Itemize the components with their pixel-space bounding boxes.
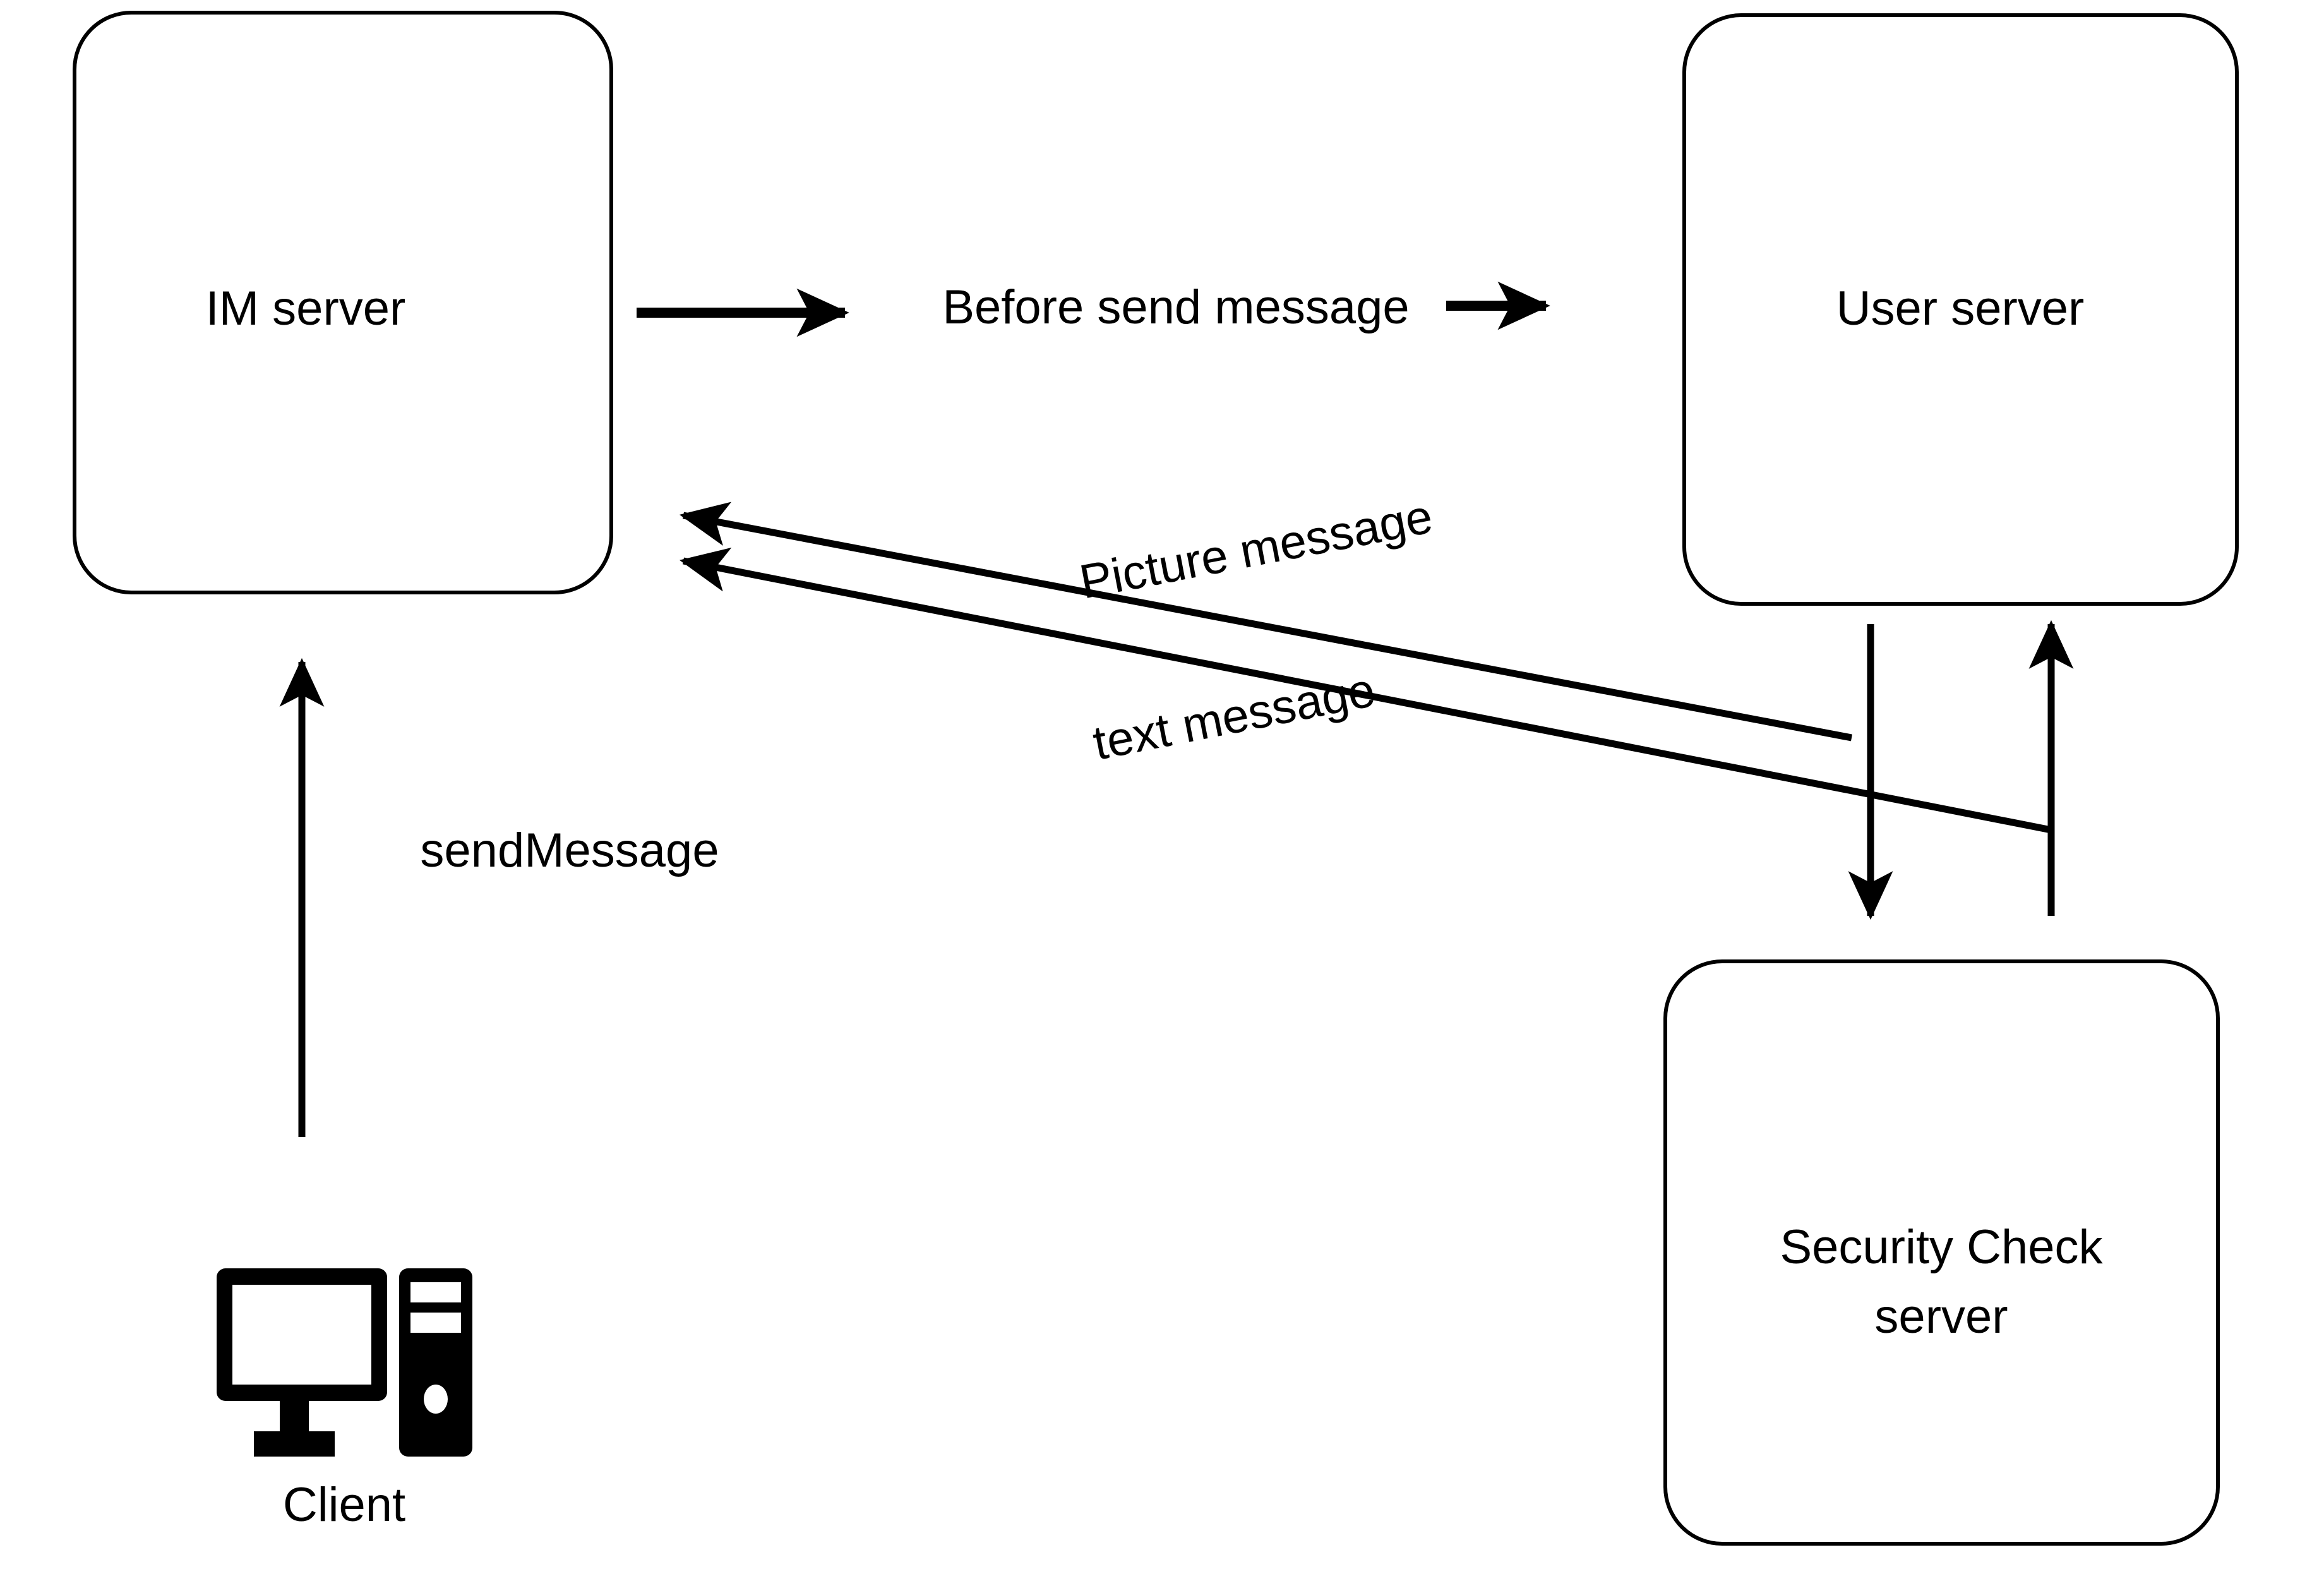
im-server-box[interactable] — [73, 11, 613, 594]
user-server-label: User server — [1836, 282, 2085, 335]
client-label: Client — [283, 1478, 405, 1532]
desktop-computer-icon — [217, 1268, 472, 1457]
edge-before-send-message[interactable]: Before send message — [637, 280, 1550, 337]
send-message-label: sendMessage — [420, 824, 719, 877]
security-check-server-label-line1: Security Check — [1780, 1220, 2103, 1274]
text-message-arrow — [679, 547, 2052, 834]
node-security-check-server[interactable]: Security Check server — [1663, 959, 2220, 1546]
security-check-server-label-line2: server — [1874, 1290, 2008, 1344]
node-client[interactable]: Client — [217, 1268, 472, 1532]
edge-send-message[interactable]: sendMessage — [279, 658, 719, 1137]
picture-message-arrow — [679, 502, 1853, 742]
im-server-label: IM server — [206, 282, 406, 335]
user-server-box[interactable] — [1682, 13, 2239, 606]
picture-message-label: Picture message — [1075, 490, 1437, 610]
node-user-server[interactable]: User server — [1682, 13, 2239, 606]
security-check-server-box[interactable] — [1663, 959, 2220, 1546]
node-im-server[interactable]: IM server — [73, 11, 613, 594]
before-send-message-label: Before send message — [942, 280, 1409, 334]
text-message-label: text message — [1089, 663, 1379, 770]
